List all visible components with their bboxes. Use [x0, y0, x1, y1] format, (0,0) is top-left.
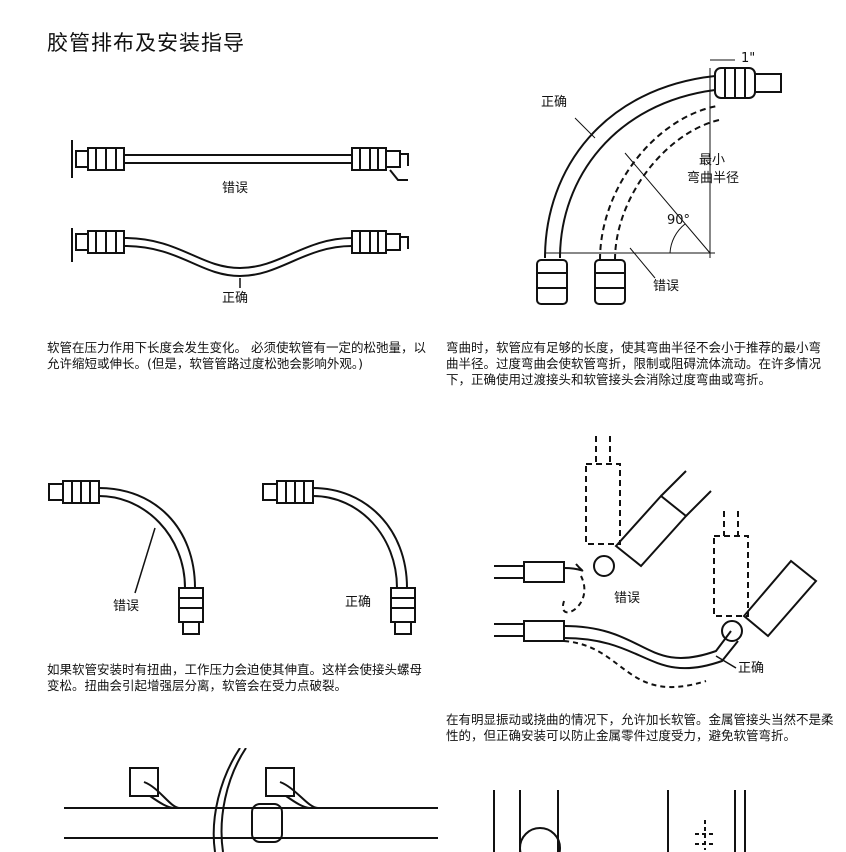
figure-hose-slack: 错误 正确 — [71, 140, 409, 306]
paragraph-bend-radius: 弯曲时，软管应有足够的长度，使其弯曲半径不会小于推荐的最小弯曲半径。过度弯曲会使… — [446, 340, 822, 387]
label-wrong: 错误 — [222, 181, 248, 196]
label-offset: 1" — [741, 51, 755, 66]
paragraph-slack: 软管在压力作用下长度会发生变化。 必须使软管有一定的松弛量，以允许缩短或伸长。(… — [47, 340, 426, 371]
watermark: 液压品牌之家 — [757, 827, 836, 842]
label-wrong: 错误 — [113, 599, 139, 614]
page-title: 胶管排布及安装指导 — [47, 31, 245, 55]
label-right: 正确 — [222, 291, 248, 306]
label-wrong: 错误 — [653, 279, 679, 294]
label-right: 正确 — [345, 595, 371, 610]
label-right: 正确 — [541, 95, 567, 110]
label-bend-radius: 弯曲半径 — [687, 170, 739, 186]
label-wrong: 错误 — [614, 591, 640, 606]
figure-hose-bend-radius: 正确 1" 最小 弯曲半径 90° 错误 — [536, 51, 782, 305]
paragraph-twist: 如果软管安装时有扭曲，工作压力会迫使其伸直。这样会使接头螺母变松。扭曲会引起增强… — [47, 662, 423, 693]
figure-hose-clamp — [64, 748, 438, 852]
figure-hose-twist: 错误 正确 — [48, 480, 416, 635]
paragraph-vibration: 在有明显振动或挠曲的情况下，允许加长软管。金属管接头当然不是柔性的，但正确安装可… — [446, 712, 834, 743]
figure-hose-vibration: 错误 正确 — [494, 436, 818, 688]
label-angle: 90° — [667, 213, 690, 228]
label-right: 正确 — [738, 661, 764, 676]
label-min: 最小 — [699, 153, 725, 168]
figure-hose-bracket — [493, 790, 746, 852]
